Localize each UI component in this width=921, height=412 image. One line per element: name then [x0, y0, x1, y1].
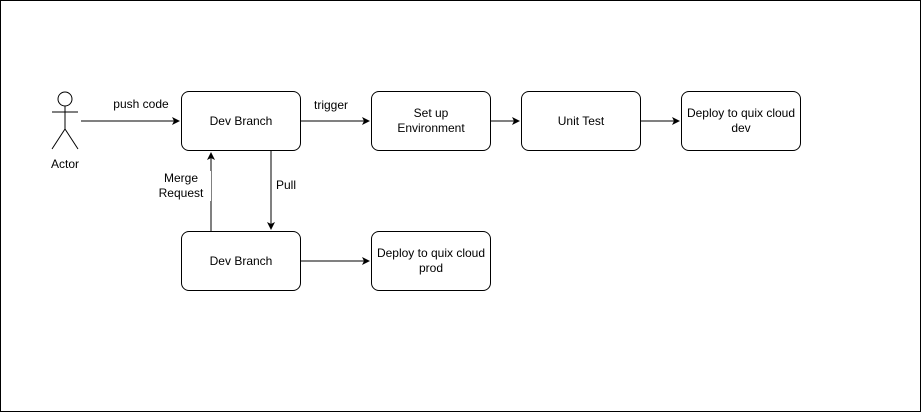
actor-figure	[51, 91, 79, 150]
node-deploy-prod[interactable]: Deploy to quix cloud prod	[371, 231, 491, 291]
node-dev-branch-top[interactable]: Dev Branch	[181, 91, 301, 151]
node-dev-branch-bottom[interactable]: Dev Branch	[181, 231, 301, 291]
edge-label-trigger: trigger	[309, 98, 353, 113]
edge-label-pull: Pull	[276, 178, 306, 193]
edge-label-push-code: push code	[105, 97, 177, 112]
actor-label: Actor	[50, 157, 79, 171]
edge-label-merge-request: Merge Request	[151, 171, 211, 201]
node-deploy-dev[interactable]: Deploy to quix cloud dev	[681, 91, 801, 151]
node-setup-environment[interactable]: Set up Environment	[371, 91, 491, 151]
node-unit-test[interactable]: Unit Test	[521, 91, 641, 151]
